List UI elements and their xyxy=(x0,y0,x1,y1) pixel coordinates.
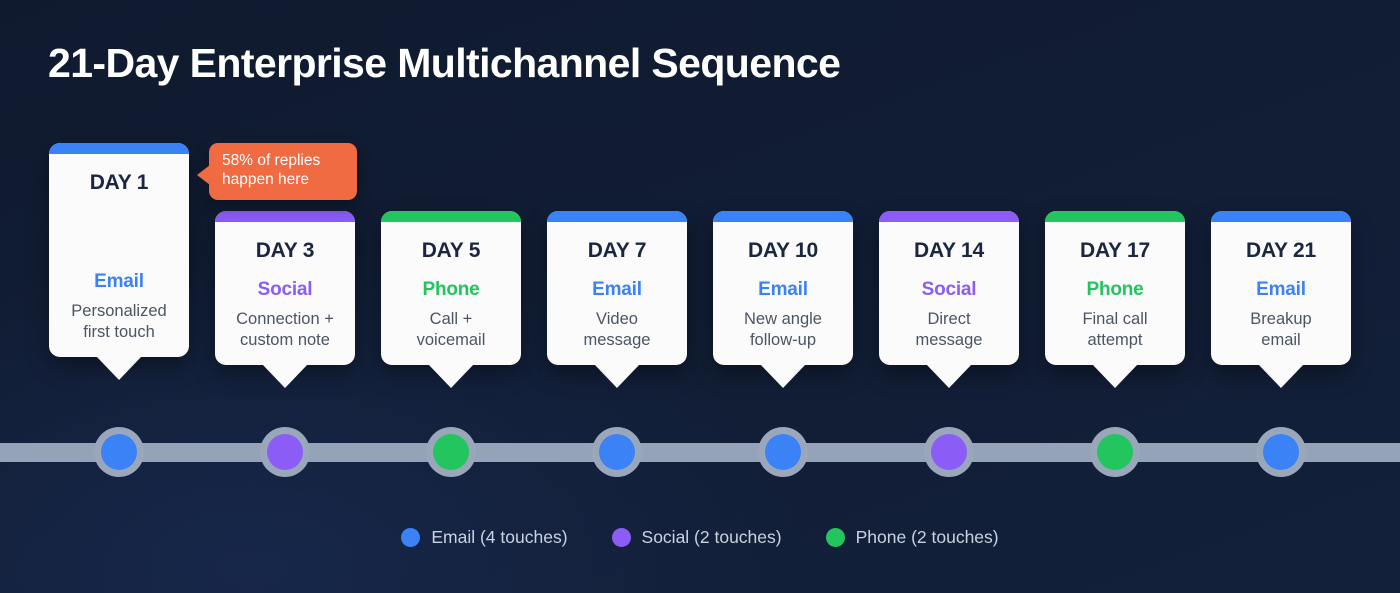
callout-line-2: happen here xyxy=(222,170,310,188)
card-description-line-1: New angle xyxy=(744,310,822,328)
card-accent-bar xyxy=(215,211,355,222)
page-title: 21-Day Enterprise Multichannel Sequence xyxy=(48,40,841,86)
card-pointer-icon xyxy=(262,363,308,388)
card-description-line-1: Personalized xyxy=(71,302,167,320)
legend-label: Email (4 touches) xyxy=(431,527,568,547)
card-pointer-icon xyxy=(96,355,142,380)
legend-item: Social (2 touches) xyxy=(611,527,782,548)
card-channel-label: Phone xyxy=(1086,279,1144,300)
legend-dot-icon xyxy=(401,528,421,547)
timeline-node-core xyxy=(765,434,801,470)
legend-dot-icon xyxy=(825,528,845,547)
card-day-label: DAY 21 xyxy=(1245,239,1317,262)
card-channel-label: Email xyxy=(94,271,144,292)
card-channel-label: Email xyxy=(592,279,642,300)
card-accent-bar xyxy=(547,211,687,222)
callout-tail-icon xyxy=(197,165,210,185)
card-pointer-icon xyxy=(428,363,474,388)
card-accent-bar xyxy=(713,211,853,222)
card-pointer-icon xyxy=(926,363,972,388)
card-accent-bar xyxy=(879,211,1019,222)
card-channel-label: Email xyxy=(758,279,808,300)
card-day-label: DAY 1 xyxy=(89,171,149,194)
card-description-line-2: email xyxy=(1261,330,1301,349)
timeline-node[interactable] xyxy=(426,427,476,477)
timeline-node[interactable] xyxy=(260,427,310,477)
card-accent-bar xyxy=(49,143,189,154)
legend: Email (4 touches) Social (2 touches) Phone… xyxy=(0,527,1400,548)
timeline-node[interactable] xyxy=(94,427,144,477)
timeline-axis xyxy=(0,443,1400,462)
card-accent-bar xyxy=(381,211,521,222)
card-day-label: DAY 5 xyxy=(421,239,481,262)
timeline-node-core xyxy=(267,434,303,470)
card-day-label: DAY 14 xyxy=(913,239,985,262)
card-channel-label: Social xyxy=(921,279,977,300)
card-description-line-2: voicemail xyxy=(416,330,486,349)
callout-badge: 58% of replies happen here xyxy=(197,143,357,200)
timeline-node-core xyxy=(101,434,137,470)
card-description-line-1: Direct xyxy=(927,310,971,328)
card-pointer-icon xyxy=(1092,363,1138,388)
timeline-node-core xyxy=(931,434,967,470)
card-description-line-1: Final call xyxy=(1082,310,1148,328)
legend-label: Social (2 touches) xyxy=(641,527,782,547)
card-description-line-2: message xyxy=(915,330,983,349)
callout-line-1: 58% of replies xyxy=(222,152,321,169)
timeline-node[interactable] xyxy=(1256,427,1306,477)
card-accent-bar xyxy=(1045,211,1185,222)
card-description-line-2: follow-up xyxy=(749,330,817,349)
legend-item: Phone (2 touches) xyxy=(825,527,999,548)
legend-dot-icon xyxy=(611,528,631,547)
card-pointer-icon xyxy=(594,363,640,388)
timeline-node-core xyxy=(1097,434,1133,470)
legend-item: Email (4 touches) xyxy=(401,527,568,548)
card-description-line-1: Video xyxy=(596,310,638,328)
card-description-line-1: Breakup xyxy=(1250,310,1312,328)
card-day-label: DAY 7 xyxy=(587,239,647,262)
card-pointer-icon xyxy=(1258,363,1304,388)
timeline-node[interactable] xyxy=(1090,427,1140,477)
legend-label: Phone (2 touches) xyxy=(855,527,999,547)
card-description-line-1: Call + xyxy=(429,310,473,328)
card-description-line-2: attempt xyxy=(1087,330,1143,349)
timeline-node-core xyxy=(433,434,469,470)
card-description-line-2: custom note xyxy=(240,330,330,349)
card-description-line-2: first touch xyxy=(83,322,155,341)
card-description-line-2: message xyxy=(583,330,651,349)
card-pointer-icon xyxy=(760,363,806,388)
card-day-label: DAY 10 xyxy=(747,239,819,262)
card-channel-label: Email xyxy=(1256,279,1306,300)
card-day-label: DAY 17 xyxy=(1079,239,1151,262)
timeline-node-core xyxy=(1263,434,1299,470)
card-day-label: DAY 3 xyxy=(255,239,315,262)
timeline-node-core xyxy=(599,434,635,470)
card-channel-label: Social xyxy=(257,279,313,300)
card-channel-label: Phone xyxy=(422,279,480,300)
timeline-node[interactable] xyxy=(592,427,642,477)
card-accent-bar xyxy=(1211,211,1351,222)
timeline-node[interactable] xyxy=(758,427,808,477)
card-description-line-1: Connection + xyxy=(236,310,334,328)
timeline-node[interactable] xyxy=(924,427,974,477)
